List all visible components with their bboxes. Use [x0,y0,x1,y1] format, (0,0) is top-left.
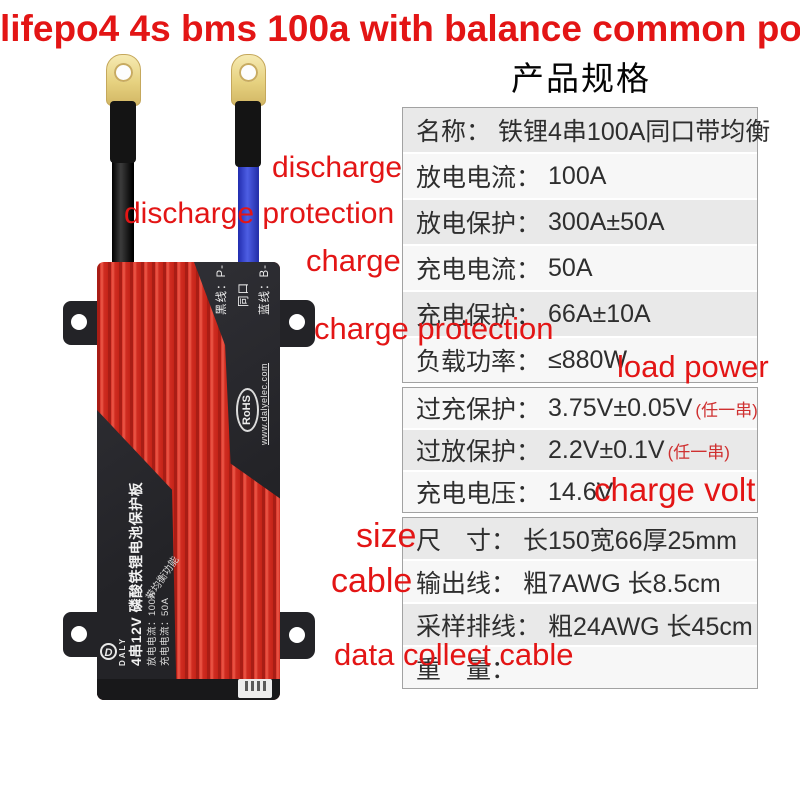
terminal-hole-right [239,63,258,82]
mount-hole [289,314,305,330]
spec-heading: 产品规格 [511,60,651,97]
port-label-black-wire: 黑线：P- [216,264,228,315]
spec-note: (任一串) [667,442,730,462]
black-wire-p-minus [112,158,134,268]
spec-value: 2.2V±0.1V [548,435,665,464]
mount-hole [289,627,305,643]
spec-value: 300A±50A [548,207,665,236]
spec-label: 放电电流： [416,164,542,192]
spec-value: 100A [548,161,607,190]
spec-value: 3.75V±0.05V [548,393,693,422]
table-row: 过充保护：3.75V±0.05V(任一串) [403,388,758,428]
mount-tab-top-left [63,301,99,345]
spec-label: 输出线： [416,569,517,598]
annotation-charge-protection: charge protection [314,311,554,346]
spec-value: 粗7AWG 长8.5cm [523,569,721,598]
spec-label: 采样排线： [416,612,542,641]
annotation-size: size [356,517,417,555]
spec-value: 粗24AWG 长45cm [548,612,753,641]
mount-hole [71,626,87,642]
rohs-logo: RoHS [236,388,259,432]
mount-tab-bottom-right [278,612,315,659]
balance-connector [238,679,272,698]
board-discharge-label: 放电电流：100A [147,591,158,666]
table-row: 充电电流：50A [403,244,757,290]
annotation-discharge-protection: discharge protection [124,197,395,230]
mount-hole [71,314,87,330]
annotation-discharge: discharge [272,151,403,184]
terminal-hole-left [114,63,133,82]
annotation-cable: cable [331,562,413,600]
blue-wire-b-minus [238,164,259,268]
mount-tab-bottom-left [63,612,99,657]
spec-note: (任一串) [695,400,758,420]
spec-label: 充电保护： [416,302,542,330]
spec-value: ≤880W [548,345,628,374]
table-row: 放电保护：300A±50A [403,198,757,244]
table-row: 采样排线：粗24AWG 长45cm [403,602,757,645]
board-model-label: 4串12V 磷酸铁锂电池保护板 [128,481,144,666]
spec-value: 长150宽66厚25mm [523,526,737,555]
table-row: 放电电流：100A [403,152,757,198]
spec-label: 过放保护： [416,438,542,466]
ring-terminal-right [231,54,266,106]
spec-value: 14.6V [548,477,614,506]
daly-logo-icon: D [100,643,117,660]
spec-label: 名称： [416,118,492,146]
board-charge-label: 充电电流：50A [160,597,171,666]
terminal-crimp-right [235,101,261,167]
table-row: 负载功率：≤880W [403,336,757,382]
page-title: lifepo4 4s bms 100a with balance common … [0,8,800,49]
spec-value: 铁锂4串100A同口带均衡 [498,118,771,146]
table-row: 充电电压：14.6V [403,470,757,512]
annotation-charge-volt: charge volt [594,471,756,508]
spec-value: 50A [548,253,593,282]
terminal-crimp-left [110,101,136,163]
spec-label: 放电保护： [416,210,542,238]
annotation-load-power: load power [617,349,769,384]
spec-label: 过充保护： [416,396,542,424]
table-row: 尺 寸：长150宽66厚25mm [403,518,757,559]
table-row: 名称：铁锂4串100A同口带均衡 [403,108,770,152]
table-row: 充电保护：66A±10A [403,290,757,336]
annotation-data-collect-cable: data collect cable [334,637,574,672]
spec-label: 充电电流： [416,256,542,284]
spec-label: 尺 寸： [416,526,517,555]
spec-value: 66A±10A [548,299,651,328]
bms-board: 黑线：P- 同口 蓝线：B- RoHS www.dalyelec.com D D… [97,262,280,700]
website-label: www.dalyelec.com [259,362,269,445]
ring-terminal-left [106,54,141,106]
board-bottom-edge [97,679,280,700]
mount-tab-top-right [278,300,315,347]
table-row: 输出线：粗7AWG 长8.5cm [403,559,757,602]
port-label-common-port: 同口 [238,282,250,307]
port-label-blue-wire: 蓝线：B- [259,264,271,315]
annotation-charge: charge [306,243,401,278]
table-row: 重 量： [403,645,757,688]
table-row: 过放保护：2.2V±0.1V(任一串) [403,428,757,470]
spec-label: 重 量： [416,655,517,684]
spec-label: 充电电压： [416,480,542,508]
connector-pins [242,681,268,691]
spec-label: 负载功率： [416,348,542,376]
spec-section-voltage: 过充保护：3.75V±0.05V(任一串)过放保护：2.2V±0.1V(任一串)… [402,387,758,513]
